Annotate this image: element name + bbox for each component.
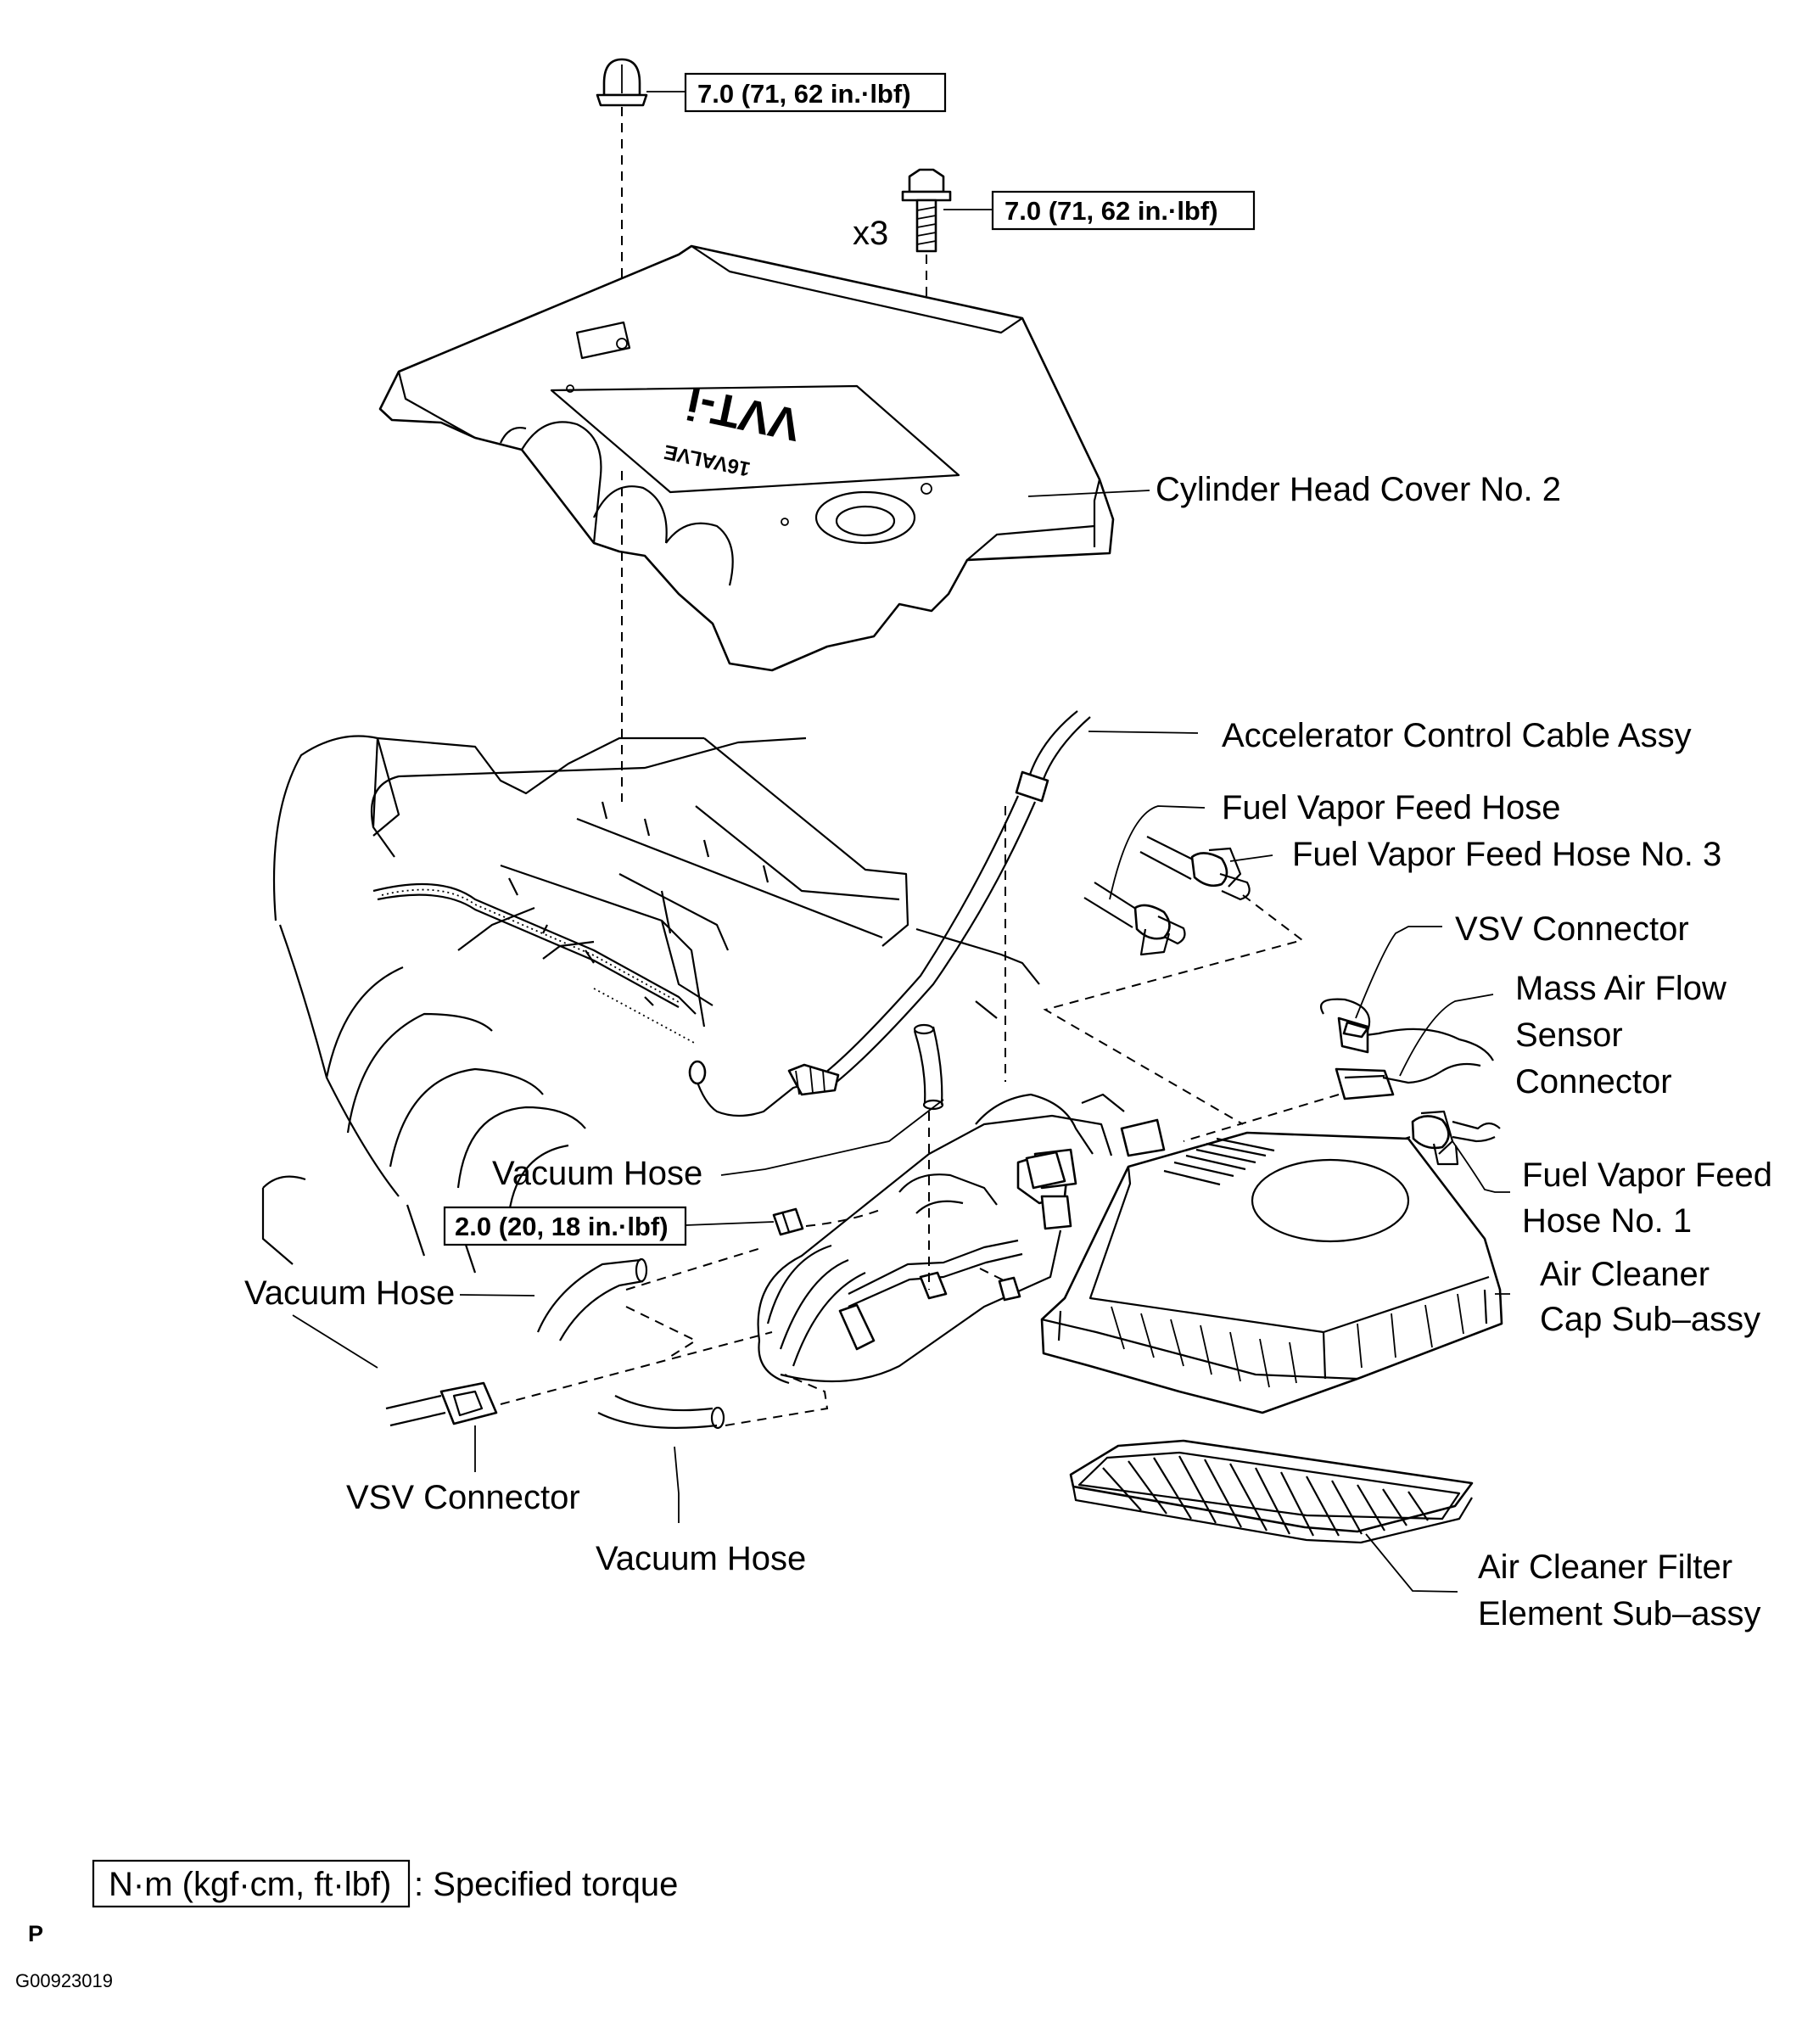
cap-nut-icon — [596, 58, 648, 107]
fuel-vapor-feed-hose-no3-label: Fuel Vapor Feed Hose No. 3 — [1292, 836, 1721, 873]
filter-element-label-line2: Element Sub–assy — [1478, 1595, 1761, 1632]
maf-connector-label-line1: Mass Air Flow — [1515, 970, 1726, 1007]
nut-torque-label: 7.0 (71, 62 in.·lbf) — [697, 79, 911, 109]
maf-connector-label-line2: Sensor — [1515, 1016, 1623, 1054]
vacuum-hose-upper-label: Vacuum Hose — [492, 1155, 702, 1192]
vacuum-hose-upper — [913, 1023, 944, 1111]
fuel-vapor-hose-no1-label-line1: Fuel Vapor Feed — [1522, 1156, 1772, 1194]
torque-unit-legend-box — [92, 1859, 411, 1908]
vsv-connector-right — [1319, 998, 1494, 1061]
fuel-vapor-feed-hose-no3 — [1139, 836, 1251, 901]
air-cleaner-cap-label-line1: Air Cleaner — [1540, 1256, 1710, 1293]
bolt-torque-box — [991, 190, 1256, 231]
fuel-vapor-hose-no1-label-line2: Hose No. 1 — [1522, 1202, 1692, 1240]
air-cleaner-cap-label-line2: Cap Sub–assy — [1540, 1301, 1760, 1338]
engine-cylinder-head — [261, 735, 1040, 1274]
clamp-torque-label: 2.0 (20, 18 in.·lbf) — [455, 1212, 669, 1241]
intake-air-connector-hose — [757, 1093, 1166, 1385]
bolt-torque-label: 7.0 (71, 62 in.·lbf) — [1005, 196, 1218, 226]
vsv-connector-left-label: VSV Connector — [346, 1479, 580, 1516]
clamp-torque-box — [443, 1206, 687, 1246]
cylinder-head-cover: VVT-i 16VALVE — [378, 244, 1115, 672]
page-marker: P — [28, 1921, 43, 1946]
vacuum-hose-lower — [597, 1395, 725, 1430]
fuel-vapor-feed-hose-no1 — [1411, 1110, 1501, 1166]
maf-connector-label-line3: Connector — [1515, 1063, 1672, 1100]
accelerator-cable — [787, 710, 1091, 1096]
air-cleaner-filter-element — [1069, 1439, 1474, 1544]
torque-unit-legend-text: N·m (kgf·cm, ft·lbf) — [109, 1866, 391, 1903]
mass-air-flow-sensor-connector — [1335, 1062, 1481, 1100]
vacuum-hose-lower-label: Vacuum Hose — [596, 1540, 806, 1577]
accelerator-cable-label: Accelerator Control Cable Assy — [1222, 717, 1692, 754]
air-cleaner-cap — [1040, 1131, 1503, 1414]
nut-torque-box — [684, 72, 947, 113]
torque-legend-description: : Specified torque — [414, 1866, 678, 1903]
flange-bolt-icon — [901, 168, 952, 253]
vacuum-hose-left-label: Vacuum Hose — [244, 1274, 455, 1312]
vacuum-hose-left — [536, 1257, 648, 1341]
cylinder-head-cover-label: Cylinder Head Cover No. 2 — [1156, 471, 1561, 508]
hose-clamp-icon — [772, 1207, 804, 1236]
vsv-connector-right-label: VSV Connector — [1455, 910, 1689, 948]
fuel-vapor-feed-hose — [1083, 882, 1186, 956]
vsv-connector-left — [385, 1381, 498, 1427]
bolt-quantity-label: x3 — [853, 215, 888, 252]
filter-element-label-line1: Air Cleaner Filter — [1478, 1548, 1732, 1586]
fuel-vapor-feed-hose-label: Fuel Vapor Feed Hose — [1222, 789, 1560, 826]
figure-id: G00923019 — [15, 1970, 113, 1991]
